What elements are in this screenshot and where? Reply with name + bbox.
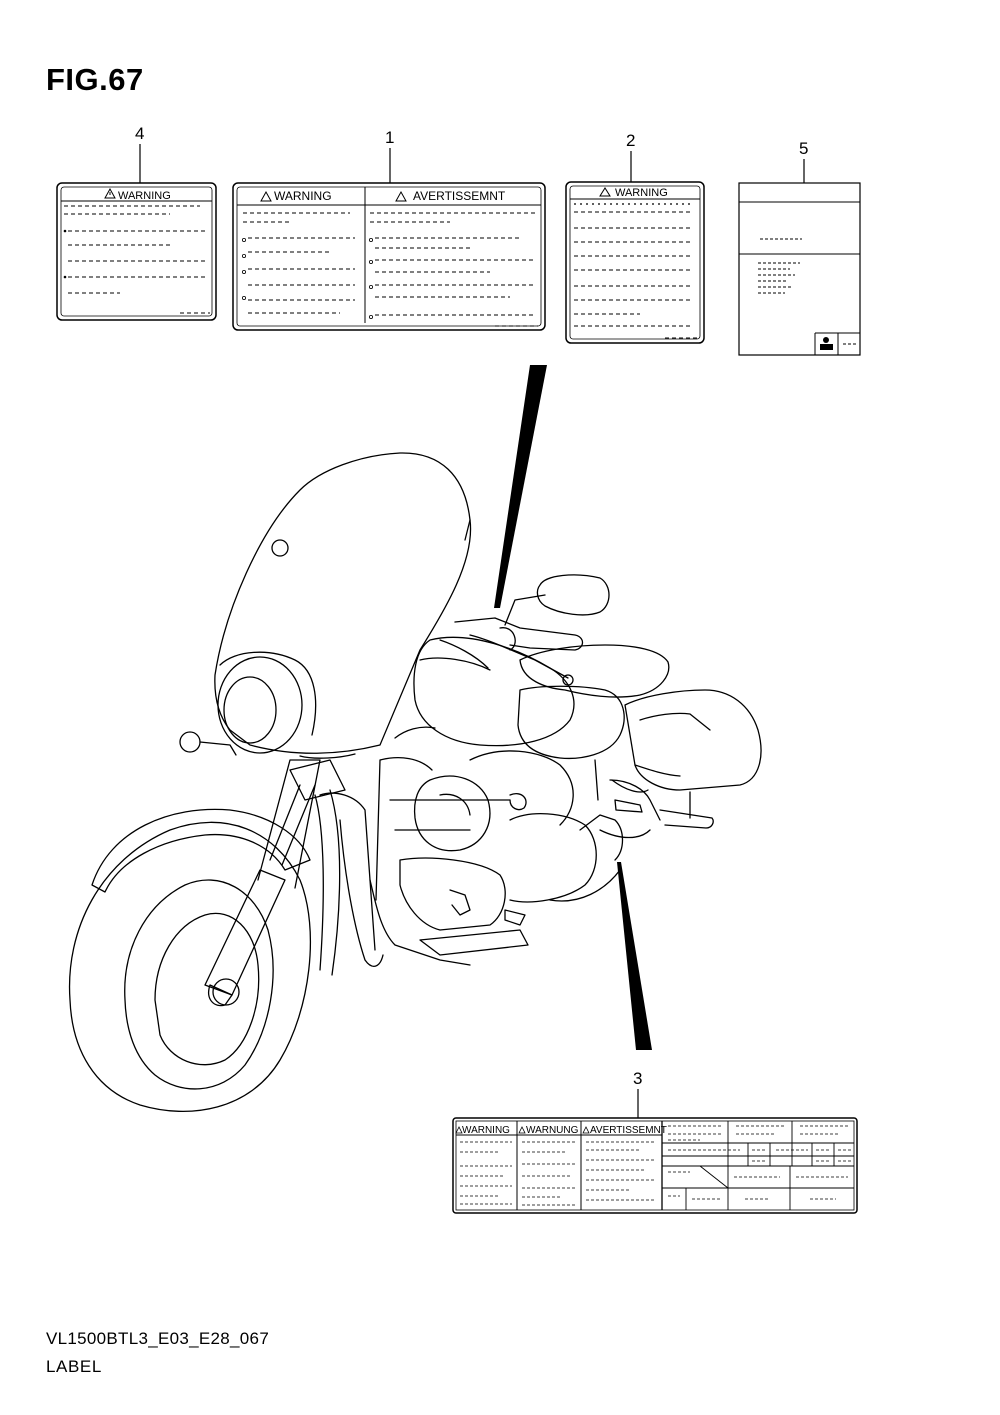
- callout-2: 2: [626, 131, 636, 150]
- warning-triangle-icon: [455, 1126, 590, 1134]
- warning-triangle-icon: [599, 187, 611, 197]
- label-1-heading-fr: AVERTISSEMNT: [413, 189, 506, 203]
- label-4-heading: WARNING: [118, 190, 171, 202]
- motorcycle-illustration: [68, 452, 762, 1113]
- label-3-multilingual-warning: WARNING WARNUNG AVERTISSEMNT: [452, 1117, 858, 1214]
- rider-icon: [820, 337, 833, 350]
- figure-title: FIG.67: [46, 62, 144, 97]
- warning-triangle-icon: [260, 190, 272, 202]
- pointer-label-3: [617, 862, 652, 1050]
- label-3-heading-en: WARNING: [462, 1125, 510, 1136]
- label-5-information: [738, 182, 861, 356]
- warning-triangle-icon: [104, 187, 116, 199]
- warning-triangle-icon: [395, 190, 407, 202]
- label-1-warning-bilingual: WARNING AVERTISSEMNT: [232, 182, 546, 331]
- label-1-heading-en: WARNING: [274, 189, 332, 203]
- callout-4: 4: [135, 124, 145, 143]
- label-4-warning: WARNING: [56, 182, 217, 321]
- figure-caption: LABEL: [46, 1357, 102, 1376]
- label-3-heading-fr: AVERTISSEMNT: [590, 1125, 667, 1136]
- leader-lines: [139, 144, 805, 1120]
- pointer-label-1: [494, 365, 547, 608]
- label-2-warning: WARNING: [565, 181, 705, 344]
- callout-5: 5: [799, 139, 809, 158]
- model-code: VL1500BTL3_E03_E28_067: [46, 1329, 270, 1348]
- label-2-heading: WARNING: [615, 187, 668, 199]
- callout-1: 1: [385, 128, 395, 147]
- label-3-heading-de: WARNUNG: [526, 1125, 579, 1136]
- callout-3: 3: [633, 1069, 643, 1088]
